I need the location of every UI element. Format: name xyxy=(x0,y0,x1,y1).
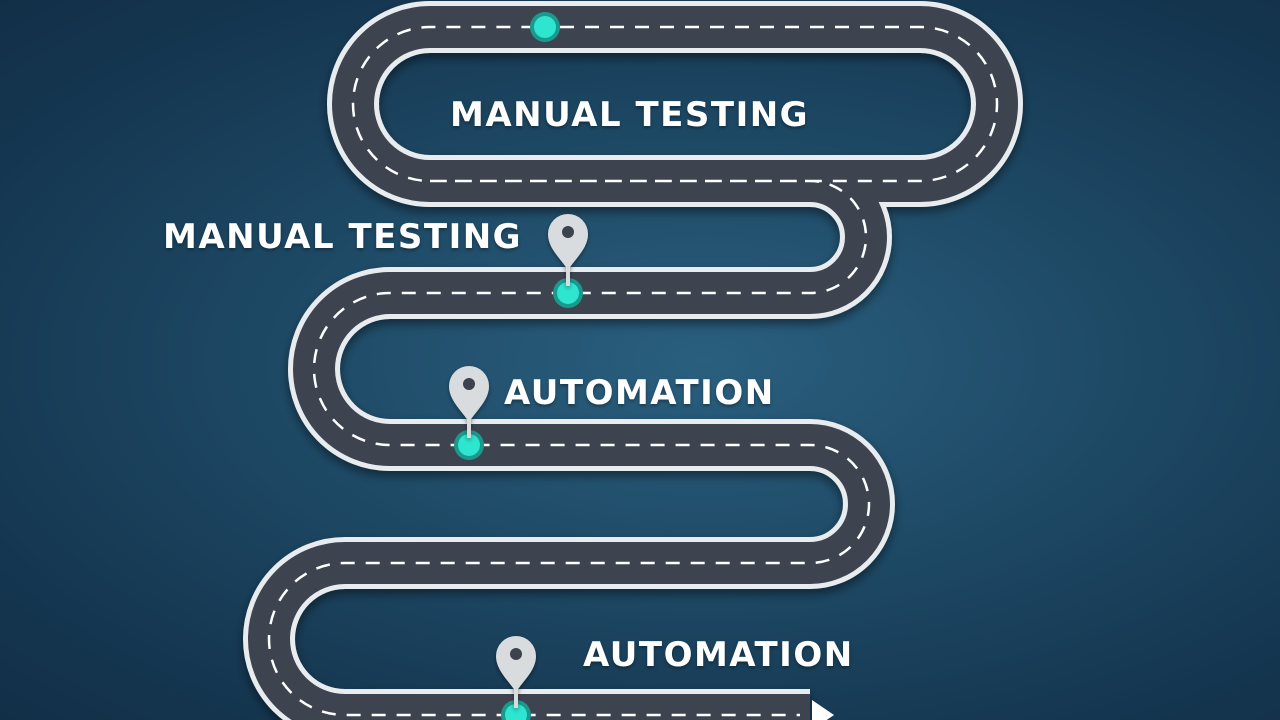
milestone-node-2 xyxy=(553,278,583,308)
circle-node-icon xyxy=(505,704,527,720)
circle-node-icon xyxy=(557,282,579,304)
milestone-node-1 xyxy=(530,12,560,42)
milestone-label-2: MANUAL TESTING xyxy=(163,217,523,257)
milestone-label-1: MANUAL TESTING xyxy=(450,95,810,135)
milestone-node-4 xyxy=(501,700,531,720)
milestone-label-3: AUTOMATION xyxy=(504,373,775,413)
arrow-right-icon xyxy=(812,700,834,720)
map-pin-icon xyxy=(548,214,588,286)
lane-markings xyxy=(267,25,999,717)
milestone-label-4: AUTOMATION xyxy=(583,635,854,675)
map-pin-icon xyxy=(496,636,536,708)
milestone-node-3 xyxy=(454,430,484,460)
circle-node-icon xyxy=(534,16,556,38)
map-pin-icon xyxy=(449,366,489,438)
circle-node-icon xyxy=(458,434,480,456)
